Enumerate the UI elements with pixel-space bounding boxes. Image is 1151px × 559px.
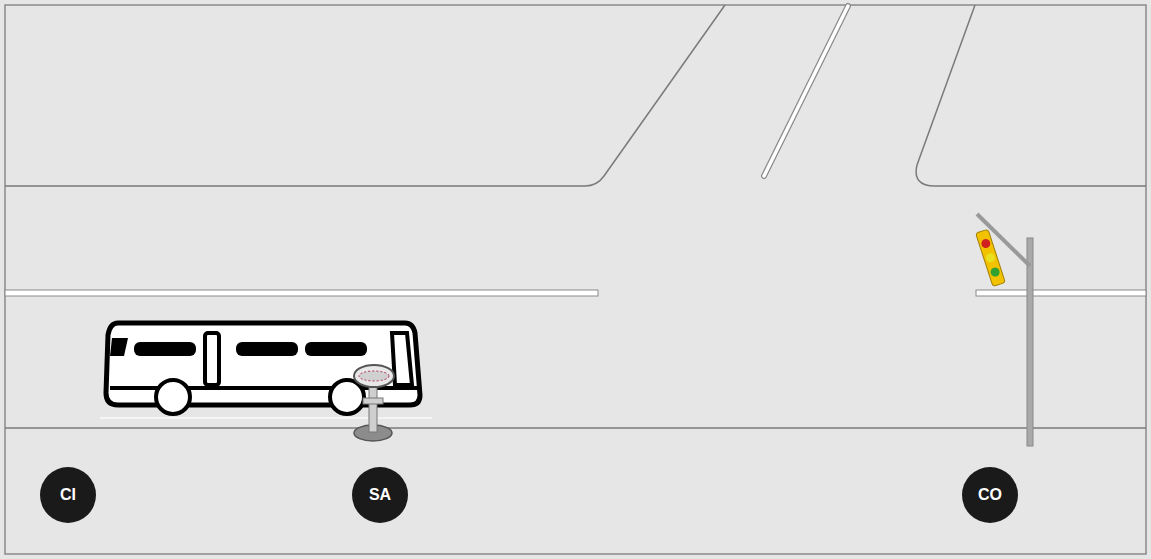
location-marker: SA: [352, 467, 408, 523]
center-line: [976, 290, 1146, 296]
marker-label: CO: [978, 486, 1002, 504]
location-marker: CI: [40, 467, 96, 523]
bus-stop-sign: [354, 365, 394, 441]
center-line: [5, 290, 598, 296]
location-marker: CO: [962, 467, 1018, 523]
road-edge: [5, 5, 725, 186]
road-edge: [916, 5, 1146, 186]
frame: [5, 5, 1146, 554]
bus: [106, 323, 420, 414]
lane-marking: [764, 6, 848, 176]
traffic-light: [976, 214, 1033, 446]
marker-label: CI: [60, 486, 76, 504]
lane-marking: [764, 6, 848, 176]
bus-bay: [100, 417, 432, 419]
marker-label: SA: [369, 486, 391, 504]
curb-line: [5, 427, 1146, 429]
